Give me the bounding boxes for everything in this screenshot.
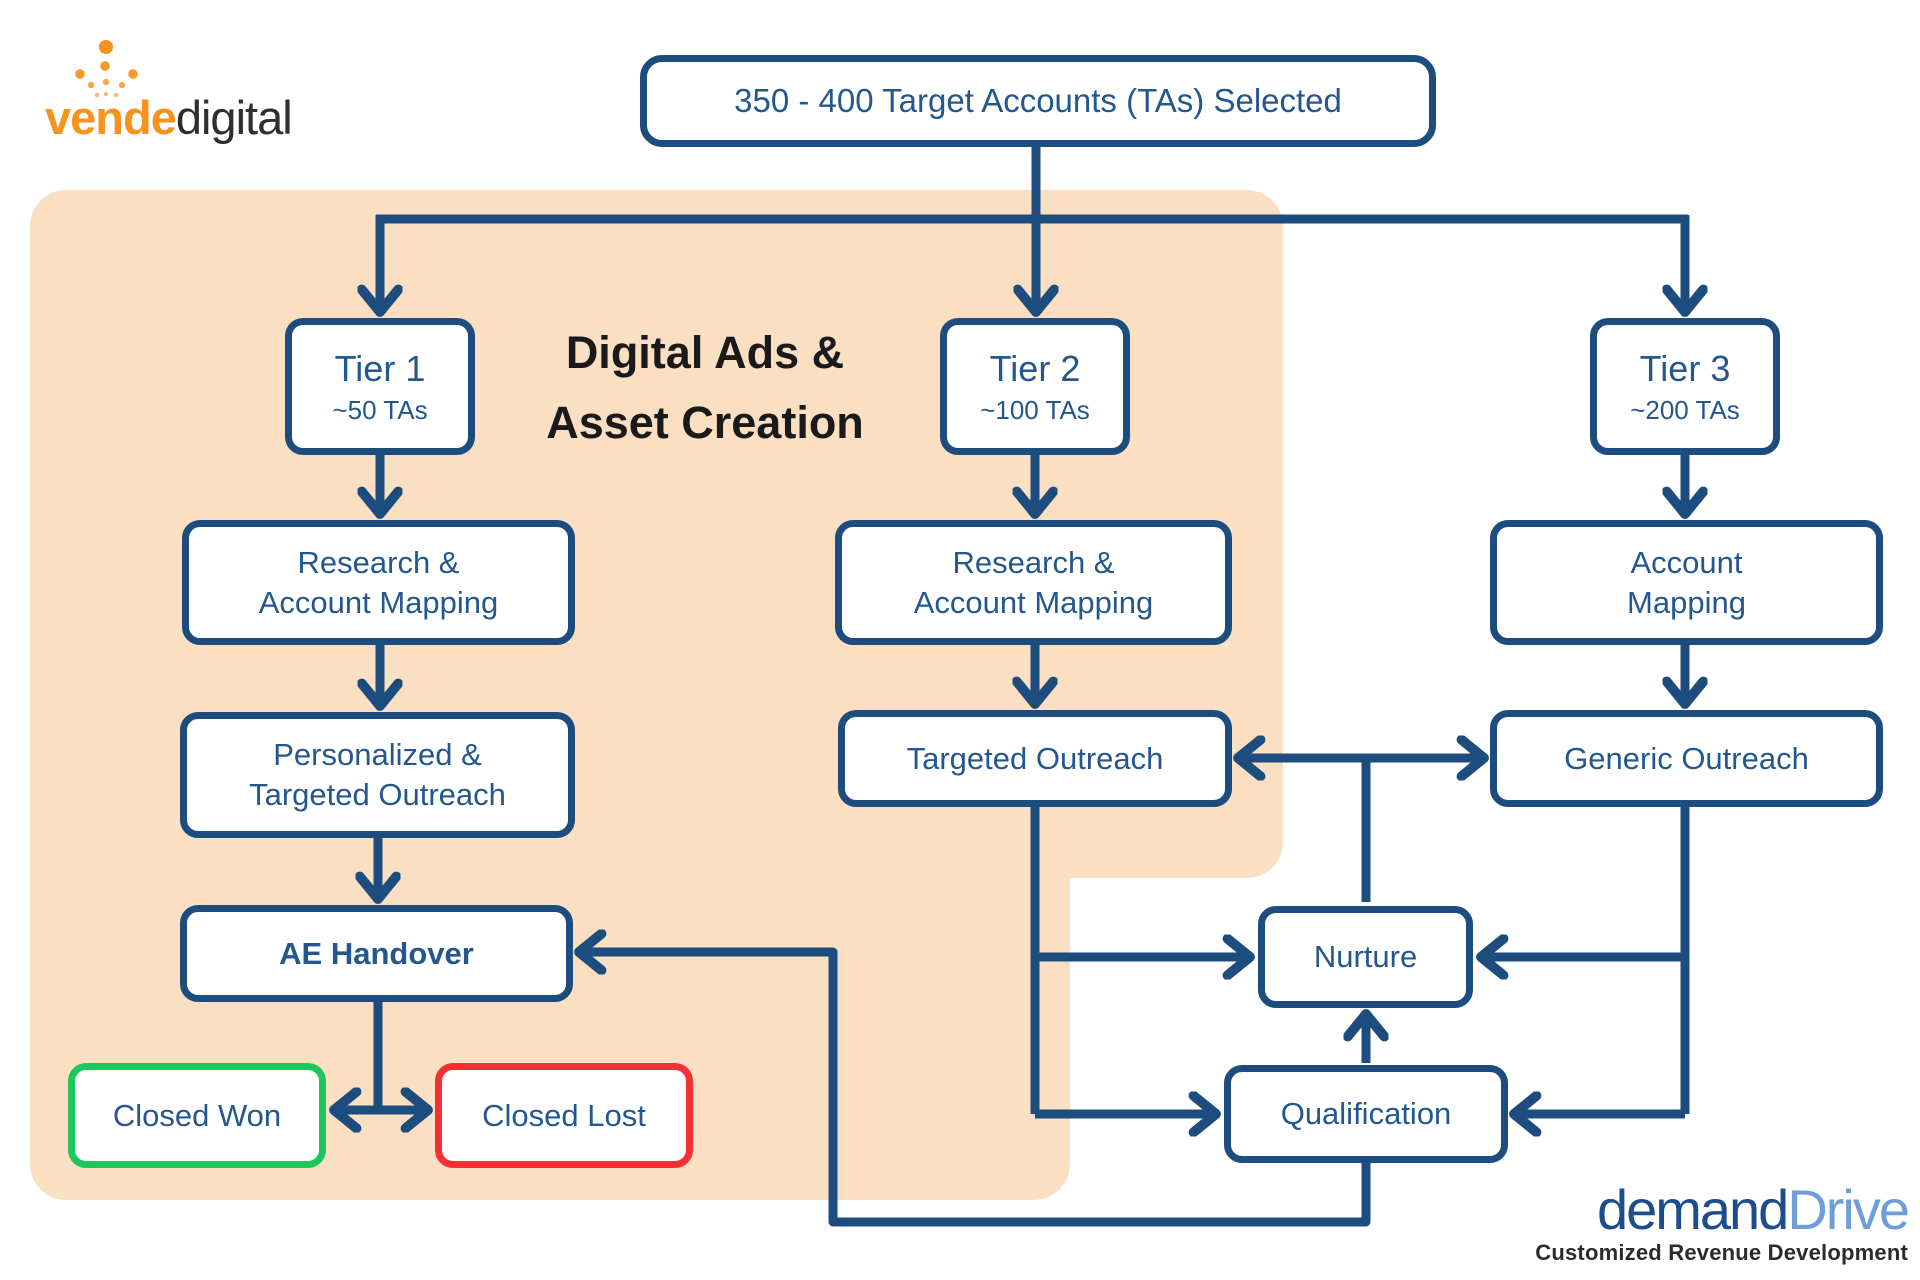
- node-generic-outreach: Generic Outreach: [1490, 710, 1883, 807]
- closed-won-label: Closed Won: [112, 1097, 282, 1133]
- personalized-line1: Personalized &: [273, 737, 482, 773]
- tier-1-name: Tier 1: [334, 347, 426, 389]
- vende-word: vende: [45, 91, 177, 144]
- vendedigital-logo: vendedigital: [45, 30, 375, 145]
- node-closed-lost: Closed Lost: [435, 1063, 693, 1168]
- demanddrive-wordmark: demandDrive: [1428, 1182, 1910, 1238]
- research2-line1: Research &: [952, 544, 1115, 580]
- node-research-account-mapping-tier2: Research & Account Mapping: [835, 520, 1232, 645]
- node-targeted-outreach: Targeted Outreach: [838, 710, 1232, 807]
- tier-1-count: ~50 TAs: [332, 394, 428, 425]
- tier-2-name: Tier 2: [989, 347, 1081, 389]
- section-heading-line2: Asset Creation: [546, 396, 864, 448]
- node-ae-handover: AE Handover: [180, 905, 573, 1002]
- tier-3-name: Tier 3: [1639, 347, 1731, 389]
- tier-3-count: ~200 TAs: [1630, 394, 1740, 425]
- target-accounts-label: 350 - 400 Target Accounts (TAs) Selected: [734, 81, 1342, 119]
- nurture-label: Nurture: [1313, 939, 1418, 975]
- demand-word: demand: [1596, 1178, 1789, 1241]
- node-qualification: Qualification: [1224, 1065, 1508, 1163]
- closed-lost-label: Closed Lost: [482, 1097, 646, 1133]
- section-heading: Digital Ads & Asset Creation: [430, 318, 980, 458]
- tier-2-count: ~100 TAs: [980, 394, 1090, 425]
- node-target-accounts-selected: 350 - 400 Target Accounts (TAs) Selected: [640, 55, 1436, 147]
- ae-handover-label: AE Handover: [279, 935, 474, 971]
- demanddrive-tagline: Customized Revenue Development: [1535, 1240, 1908, 1265]
- node-tier-3: Tier 3 ~200 TAs: [1590, 318, 1780, 455]
- research2-line2: Account Mapping: [913, 584, 1154, 620]
- vendedigital-wordmark: vendedigital: [45, 90, 293, 145]
- generic-outreach-label: Generic Outreach: [1564, 740, 1809, 776]
- node-closed-won: Closed Won: [68, 1063, 326, 1168]
- node-account-mapping-tier3: Account Mapping: [1490, 520, 1883, 645]
- node-tier-1: Tier 1 ~50 TAs: [285, 318, 475, 455]
- node-nurture: Nurture: [1258, 906, 1473, 1008]
- node-tier-2: Tier 2 ~100 TAs: [940, 318, 1130, 455]
- research1-line1: Research &: [297, 544, 460, 580]
- node-personalized-targeted-outreach: Personalized & Targeted Outreach: [180, 712, 575, 838]
- section-heading-line1: Digital Ads &: [565, 327, 845, 378]
- node-research-account-mapping-tier1: Research & Account Mapping: [182, 520, 575, 645]
- qualification-label: Qualification: [1280, 1096, 1452, 1132]
- account-mapping-line2: Mapping: [1627, 584, 1746, 620]
- account-mapping-line1: Account: [1630, 544, 1743, 580]
- drive-word: Drive: [1787, 1178, 1910, 1241]
- demanddrive-logo: demandDrive Customized Revenue Developme…: [1428, 1182, 1910, 1266]
- personalized-line2: Targeted Outreach: [249, 777, 506, 812]
- research1-line2: Account Mapping: [258, 584, 499, 620]
- digital-word: digital: [175, 91, 293, 144]
- targeted-outreach-label: Targeted Outreach: [906, 740, 1164, 776]
- vendedigital-burst-icon: [75, 40, 138, 98]
